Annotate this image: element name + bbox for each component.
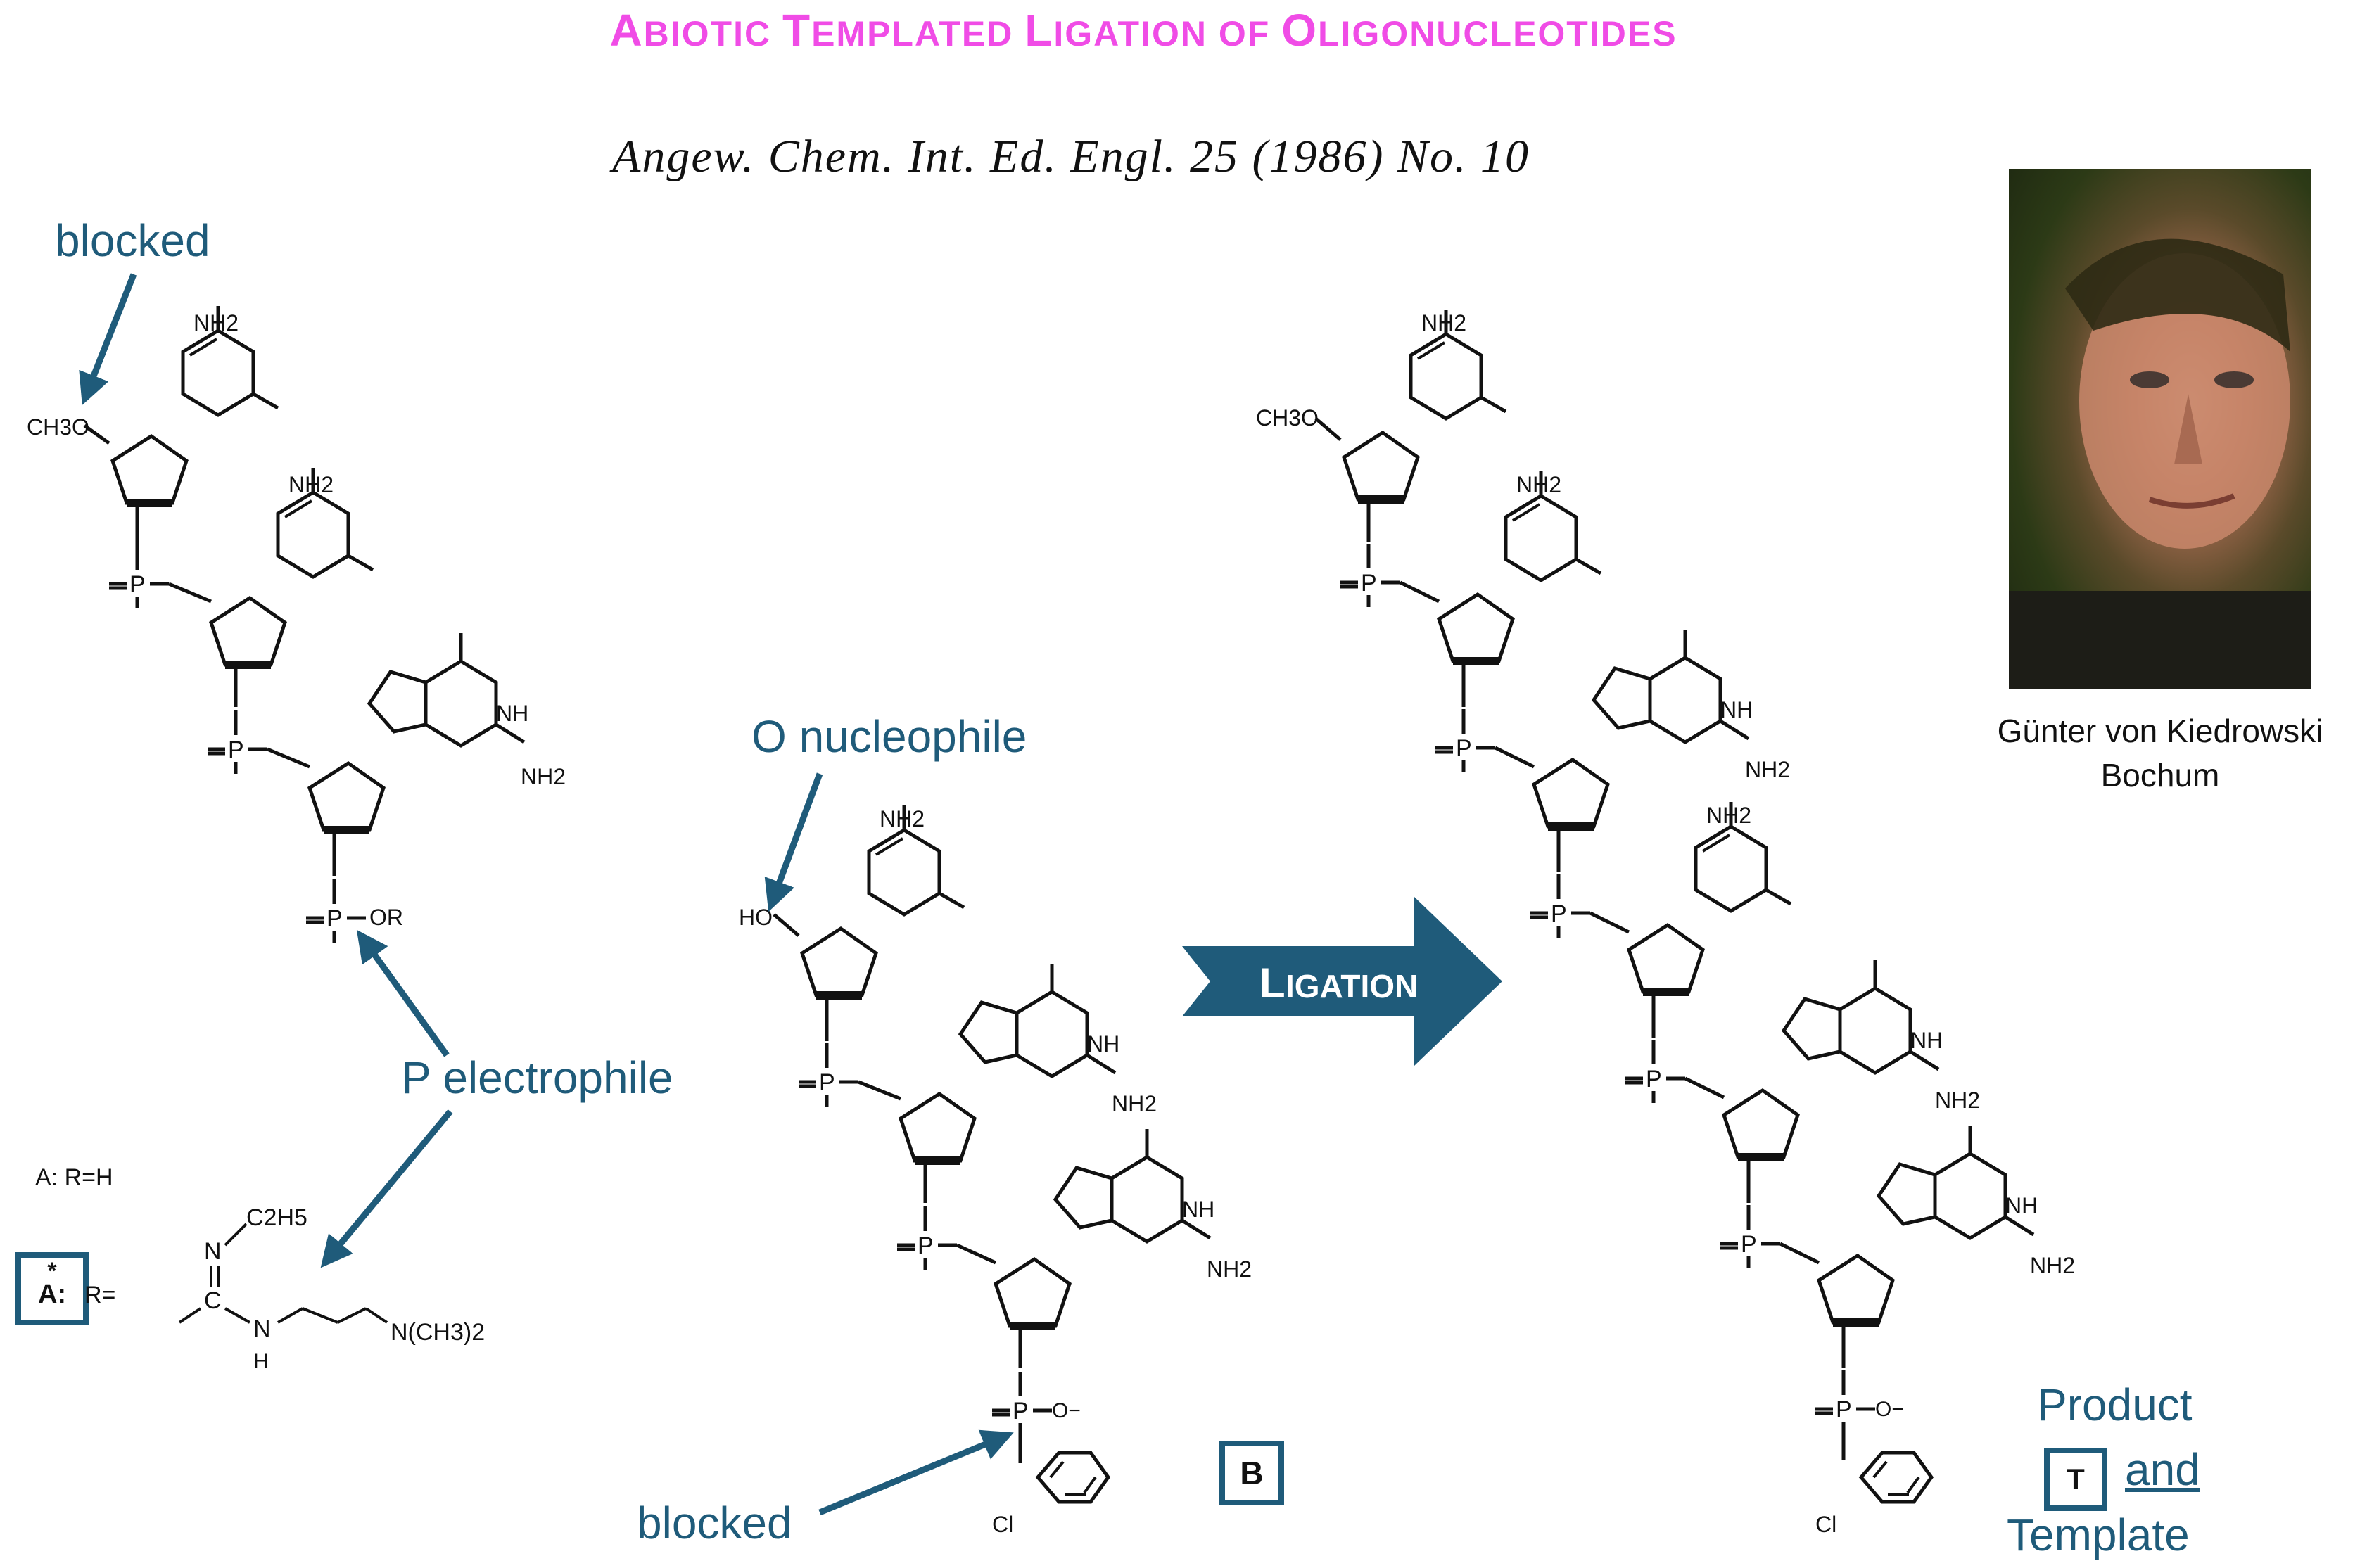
arrow-p-electrophile-up bbox=[356, 929, 450, 1057]
r-eq-label: R= bbox=[84, 1282, 115, 1308]
p-label-b3: P bbox=[1013, 1398, 1029, 1424]
nh2-label-p1: NH2 bbox=[1421, 310, 1466, 336]
arrow-o-nucleophile bbox=[764, 772, 823, 912]
ligation-arrow: L IGATION bbox=[1182, 897, 1502, 1066]
ch3o-label-p: CH3O bbox=[1256, 405, 1319, 431]
ho-label: HO bbox=[739, 905, 773, 930]
b-box: B bbox=[1219, 1441, 1284, 1505]
p-label-b1: P bbox=[819, 1069, 835, 1096]
nh2-label-b2: NH2 bbox=[1112, 1091, 1157, 1116]
c2h5-label: C2H5 bbox=[246, 1204, 307, 1231]
arrow-blocked-bottom bbox=[818, 1429, 1014, 1516]
nh2-label-1: NH2 bbox=[193, 310, 239, 336]
p-label-1: P bbox=[129, 571, 146, 598]
a-star-box: * A: bbox=[15, 1252, 89, 1325]
p-label-p4: P bbox=[1646, 1066, 1662, 1092]
n-label-r: N bbox=[204, 1238, 222, 1265]
blocked-label-top: blocked bbox=[55, 215, 210, 266]
p-label-p2: P bbox=[1456, 735, 1472, 762]
ch3o-label: CH3O bbox=[27, 414, 89, 440]
nh2-label-p4: NH2 bbox=[1706, 803, 1751, 828]
nh-label-p1: NH bbox=[1720, 697, 1753, 722]
product-label: Product bbox=[2037, 1379, 2193, 1430]
nh2-label-p2: NH2 bbox=[1516, 472, 1561, 497]
r-group: A: R=H R= C2H5 N C N H N(CH3)2 bbox=[35, 1164, 485, 1373]
t-box: T bbox=[2044, 1448, 2107, 1511]
or-label: OR bbox=[369, 905, 403, 930]
annotation-arrows bbox=[79, 273, 1014, 1516]
p-label-p5: P bbox=[1741, 1231, 1757, 1258]
ligation-text: IGATION bbox=[1286, 968, 1418, 1005]
nh-label-p3: NH bbox=[2005, 1193, 2038, 1218]
nh-n-label: N bbox=[253, 1315, 271, 1342]
p-label-3: P bbox=[326, 905, 343, 932]
p-electrophile-label: P electrophile bbox=[401, 1052, 673, 1103]
cl-label-p: Cl bbox=[1815, 1512, 1836, 1537]
molecule-a: CH3O NH2 P NH2 P NH NH2 P OR bbox=[27, 306, 566, 943]
photo-caption-name: Günter von Kiedrowski bbox=[1997, 713, 2323, 749]
nh2-label-2: NH2 bbox=[288, 472, 334, 497]
nh-label-p2: NH bbox=[1910, 1028, 1943, 1053]
p-label-p6: P bbox=[1836, 1396, 1852, 1423]
molecule-product: CH3O NH2 P NH2 P NH NH2 P NH2 P NH NH bbox=[1256, 310, 2075, 1537]
blocked-label-bottom: blocked bbox=[637, 1498, 792, 1548]
ligation-initial: L bbox=[1259, 960, 1286, 1007]
cl-label-b: Cl bbox=[992, 1512, 1013, 1537]
ominus-label-b: O− bbox=[1052, 1399, 1081, 1422]
p-label-b2: P bbox=[918, 1232, 934, 1259]
nh2-label-p5: NH2 bbox=[1935, 1088, 1980, 1113]
photo-caption-place: Bochum bbox=[2100, 757, 2220, 793]
page-title: ABIOTIC TEMPLATED LIGATION OF OLIGONUCLE… bbox=[609, 5, 1677, 56]
portrait-photo bbox=[2009, 169, 2311, 689]
citation: Angew. Chem. Int. Ed. Engl. 25 (1986) No… bbox=[612, 131, 1530, 182]
nh2-label-p6: NH2 bbox=[2030, 1253, 2075, 1278]
nh2-label-b1: NH2 bbox=[880, 806, 925, 831]
nh2-label-3: NH2 bbox=[521, 764, 566, 789]
c-label-r: C bbox=[204, 1287, 222, 1314]
p-label-p1: P bbox=[1361, 570, 1377, 597]
arrow-p-electrophile-down bbox=[320, 1109, 453, 1268]
p-label-2: P bbox=[228, 737, 244, 763]
p-label-p3: P bbox=[1551, 900, 1567, 927]
o-nucleophile-label: O nucleophile bbox=[751, 711, 1027, 762]
arrow-blocked-top bbox=[79, 273, 137, 405]
template-label: Template bbox=[2007, 1510, 2190, 1560]
nh2-label-p3: NH2 bbox=[1745, 757, 1790, 782]
h-label: H bbox=[253, 1350, 269, 1373]
nme2-label: N(CH3)2 bbox=[391, 1319, 485, 1346]
molecule-b: HO NH2 P NH NH2 P NH NH2 P O− Cl bbox=[739, 805, 1252, 1537]
nh2-label-b3: NH2 bbox=[1207, 1256, 1252, 1282]
ominus-label-p: O− bbox=[1875, 1398, 1904, 1421]
nh-label-b1: NH bbox=[1087, 1031, 1119, 1057]
nh-label-1: NH bbox=[496, 701, 528, 726]
and-label: and bbox=[2125, 1444, 2200, 1495]
star-mark: * bbox=[47, 1258, 57, 1285]
a-label: A: bbox=[37, 1280, 67, 1309]
nh-label-b2: NH bbox=[1182, 1197, 1214, 1222]
a-rh-legend: A: R=H bbox=[35, 1164, 113, 1191]
